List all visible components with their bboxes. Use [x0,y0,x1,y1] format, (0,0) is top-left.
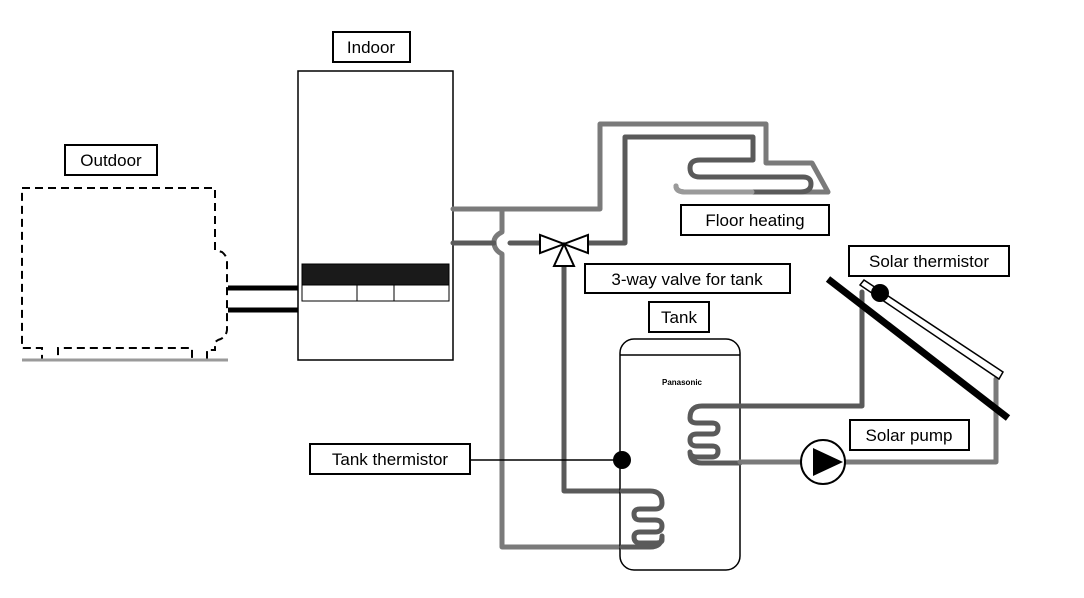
label-tank-text: Tank [661,308,697,327]
tank-brand-logo: Panasonic [662,378,703,387]
pipe-solar-supply [737,289,865,409]
outdoor-unit [21,187,228,362]
pipe-valve-to-tank-coil [561,259,625,494]
indoor-unit [297,70,454,361]
label-three-way-valve: 3-way valve for tank [584,263,791,294]
floor-heating-coil [673,183,755,195]
label-tank-thermistor: Tank thermistor [309,443,471,475]
solar-thermistor-sensor [871,284,889,302]
solar-collector-panel [858,278,1004,381]
tank-body [619,338,741,571]
tank-lower-coil [619,488,665,550]
valve-left-triangle [539,233,567,255]
tank-upper-coil [687,403,743,466]
label-floor-heating: Floor heating [680,204,830,236]
label-tank-thermistor-text: Tank thermistor [332,450,449,469]
outdoor-unit-outline [21,187,228,361]
tank: Panasonic [619,338,743,571]
indoor-control-panel-buttons [301,284,450,302]
indoor-unit-body [297,70,454,361]
valve-bottom-triangle [552,241,576,267]
three-way-valve [539,233,589,267]
label-outdoor-text: Outdoor [80,151,142,170]
solar-pump [800,439,846,485]
pipe-return-via-valve [450,134,814,246]
label-solar-thermistor: Solar thermistor [848,245,1010,277]
label-tank: Tank [648,301,710,333]
label-floor-heating-text: Floor heating [705,211,804,230]
tank-thermistor-sensor [613,451,631,469]
label-indoor-text: Indoor [347,38,396,57]
indoor-control-panel-display [301,263,450,286]
label-solar-pump-text: Solar pump [866,426,953,445]
valve-right-triangle [561,233,589,255]
label-outdoor: Outdoor [64,144,158,176]
solar-collector-mount [825,276,1011,421]
label-solar-pump: Solar pump [849,419,970,451]
label-indoor: Indoor [332,31,411,63]
label-solar-thermistor-text: Solar thermistor [869,252,989,271]
solar-collector [825,276,1011,421]
label-three-way-valve-text: 3-way valve for tank [611,270,763,289]
pump-play-icon [813,448,843,476]
